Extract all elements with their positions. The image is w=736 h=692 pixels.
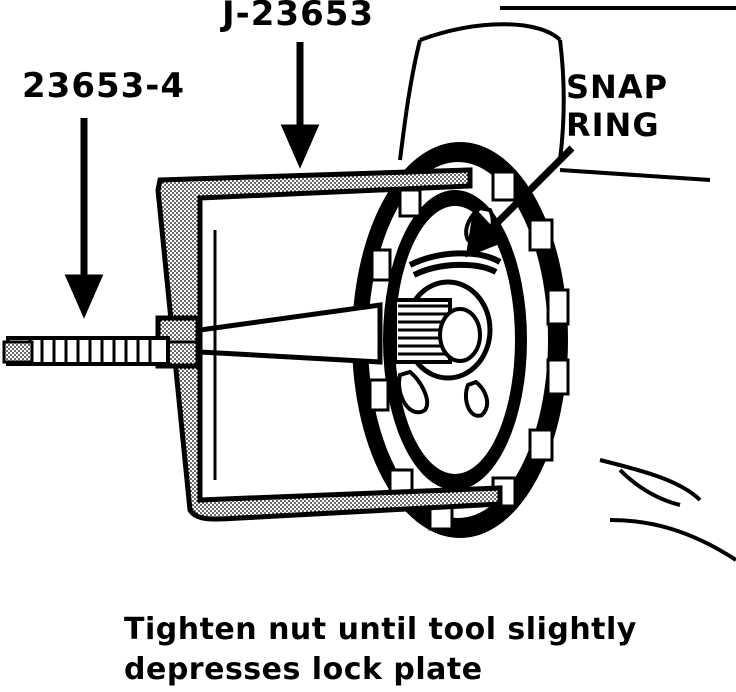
tapered-adapter (197, 302, 383, 365)
snap-ring-label-line2: RING (566, 106, 660, 144)
snap-ring-label-line1: SNAP (566, 68, 669, 106)
figure-caption: Tighten nut until tool slightly depresse… (124, 610, 637, 690)
snap-ring (408, 250, 502, 278)
snap-ring-label: SNAP RING (566, 68, 668, 144)
part-number-label: 23653-4 (22, 66, 186, 106)
tool-frame (155, 167, 503, 522)
splined-hub (393, 279, 493, 381)
caption-line2: depresses lock plate (124, 652, 483, 687)
housing-outline (398, 6, 736, 562)
tool-number-label: J-23653 (222, 0, 375, 34)
caption-line1: Tighten nut until tool slightly (124, 612, 637, 647)
threaded-screw (2, 336, 170, 366)
leader-arrows (64, 42, 575, 319)
